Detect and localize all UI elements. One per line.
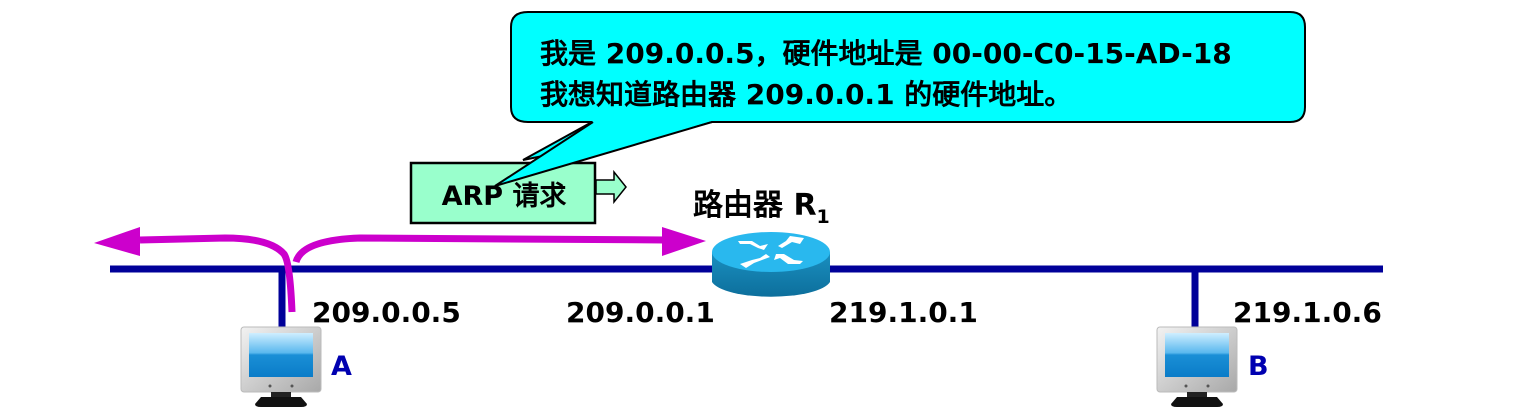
host-b-label: B bbox=[1248, 351, 1269, 382]
router-label: 路由器 R1 bbox=[693, 180, 830, 228]
bubble-line-1: 我是 209.0.0.5，硬件地址是 00-00-C0-15-AD-18 bbox=[540, 37, 1232, 70]
arp-request-box bbox=[409, 161, 597, 225]
hollow-right-arrow-icon bbox=[595, 169, 627, 205]
computer-b-icon bbox=[1156, 326, 1238, 407]
bubble-line-2: 我想知道路由器 209.0.0.1 的硬件地址。 bbox=[540, 78, 1073, 111]
router-subscript: 1 bbox=[816, 206, 830, 228]
arp-request-label: ARP 请求 bbox=[441, 180, 567, 212]
router-icon bbox=[712, 232, 830, 297]
computer-a-icon bbox=[240, 326, 322, 407]
broadcast-arrows bbox=[94, 227, 706, 313]
host-a-label: A bbox=[331, 351, 352, 382]
router-name: 路由器 R bbox=[693, 188, 817, 223]
host-a-ip: 209.0.0.5 bbox=[312, 296, 461, 329]
speech-bubble-text: 我是 209.0.0.5，硬件地址是 00-00-C0-15-AD-18 我想知… bbox=[540, 33, 1310, 115]
speech-bubble-tail bbox=[494, 121, 713, 187]
router-interface-2-ip: 219.1.0.1 bbox=[829, 296, 978, 329]
router-interface-1-ip: 209.0.0.1 bbox=[566, 296, 715, 329]
host-b-ip: 219.1.0.6 bbox=[1233, 296, 1382, 329]
